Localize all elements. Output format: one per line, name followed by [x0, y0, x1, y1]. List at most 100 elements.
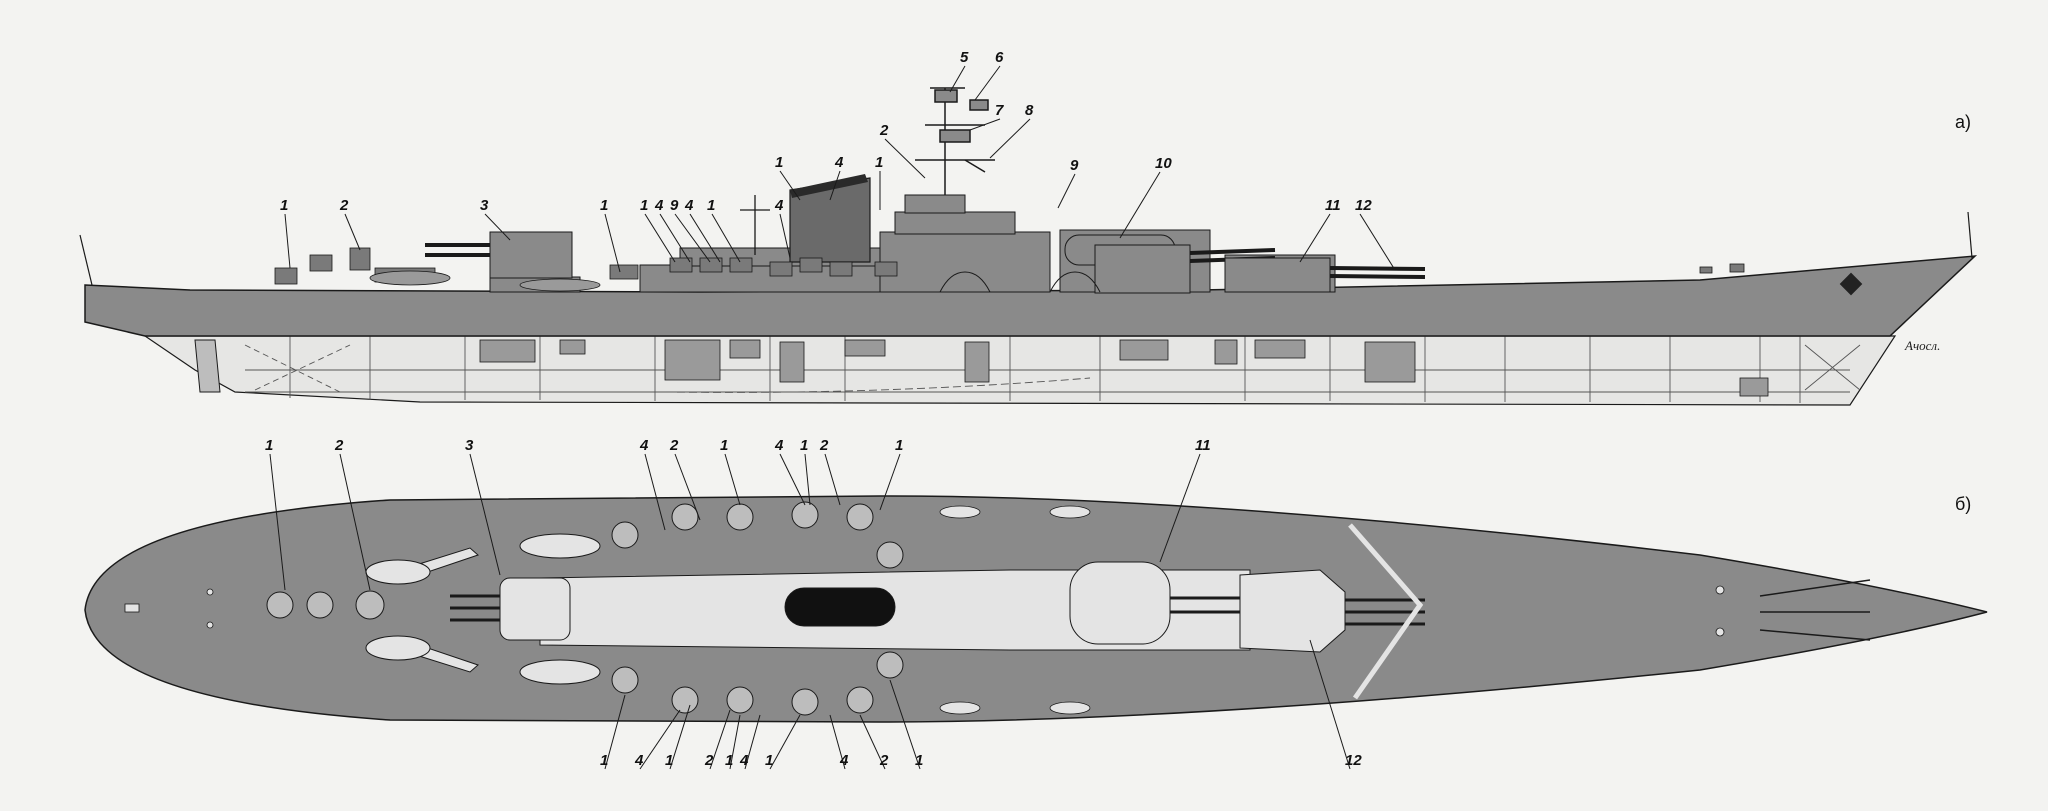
aa-mounts-top	[266, 501, 904, 716]
callout-number: 4	[654, 197, 664, 214]
callout-number: 2	[704, 752, 714, 769]
callout-leader	[689, 213, 721, 263]
callout-number: 4	[839, 752, 849, 769]
callout-number: 1	[800, 437, 808, 454]
callout-leader	[859, 714, 886, 770]
main-hull	[84, 255, 1978, 337]
callout-leader	[1359, 213, 1396, 271]
anchor-marker	[1839, 272, 1863, 296]
stern-flagstaff	[79, 234, 93, 286]
callout-leader	[829, 170, 841, 201]
deck-fittings	[124, 505, 1725, 715]
callout-number: 3	[480, 197, 489, 214]
side-view	[79, 87, 1978, 406]
callout-number: 4	[684, 197, 694, 214]
callout-number: 4	[739, 752, 749, 769]
callout-leader	[729, 714, 741, 770]
callout-number: 4	[639, 437, 649, 454]
callout-number: 5	[960, 49, 969, 66]
callout-leader	[604, 694, 626, 770]
callout-number: 1	[775, 154, 783, 171]
aft-turret-guns	[450, 594, 500, 622]
callout-number: 11	[1325, 197, 1341, 214]
callout-leader	[824, 453, 841, 506]
callout-number: 2	[339, 197, 349, 214]
callout-leader	[344, 213, 361, 251]
callout-leader	[744, 714, 761, 770]
callout-leader	[779, 453, 806, 506]
callout-number: 4	[774, 437, 784, 454]
callout-number: 3	[465, 437, 474, 454]
callout-leader	[644, 453, 666, 531]
callout-leader	[644, 213, 676, 263]
callout-leader	[779, 170, 801, 201]
callout-number: 12	[1355, 197, 1372, 214]
callout-leader	[949, 65, 966, 93]
callout-leader	[1159, 453, 1201, 563]
callout-leader	[284, 213, 291, 269]
callout-leader	[1057, 173, 1076, 209]
callout-leader	[969, 118, 1001, 131]
callout-number: 9	[670, 197, 679, 214]
callout-number: 2	[879, 752, 889, 769]
callout-number: 2	[819, 437, 829, 454]
callout-leader	[884, 138, 926, 179]
callout-number: 1	[895, 437, 903, 454]
breakwater	[1348, 523, 1424, 700]
below-deck-machinery	[479, 339, 1769, 397]
panel-label-side: а)	[1955, 112, 1971, 132]
funnel-top	[784, 587, 896, 627]
top-view	[84, 495, 1988, 723]
callout-number: 2	[879, 122, 889, 139]
callout-number: 1	[720, 437, 728, 454]
callout-number: 9	[1070, 157, 1079, 174]
boat-mid	[519, 278, 601, 292]
callout-leader	[829, 714, 846, 770]
forward-turret-2	[1224, 257, 1426, 293]
callout-number: 1	[725, 752, 733, 769]
callout-leader	[659, 213, 691, 263]
stern-launchers	[365, 533, 601, 685]
callout-leader	[724, 453, 741, 506]
davits	[939, 271, 1101, 293]
callout-number: 1	[765, 752, 773, 769]
underwater-hull	[143, 335, 1897, 406]
callout-number: 6	[995, 49, 1004, 66]
callout-leader	[804, 453, 811, 506]
callout-number: 10	[1155, 155, 1172, 172]
aft-turret	[425, 231, 573, 279]
callout-number: 11	[1195, 437, 1211, 454]
callout-leader	[769, 714, 801, 770]
callout-leader	[604, 213, 621, 273]
boat-aft	[369, 270, 451, 286]
callout-leader	[639, 709, 681, 770]
panel-label-top: б)	[1955, 494, 1971, 514]
callout-leader	[669, 704, 691, 770]
aft-turret-top	[499, 577, 571, 641]
callout-leader	[674, 453, 701, 521]
callout-number: 4	[834, 154, 844, 171]
callout-leader	[989, 118, 1031, 159]
callout-number: 1	[915, 752, 923, 769]
callout-leader	[674, 213, 711, 263]
callout-number: 12	[1345, 752, 1362, 769]
main-mast	[915, 87, 995, 195]
rudder	[194, 339, 221, 393]
funnel-cap	[790, 174, 868, 198]
callout-number: 4	[634, 752, 644, 769]
callout-number: 1	[875, 154, 883, 171]
callout-leader	[879, 453, 901, 511]
callout-leader	[269, 453, 286, 591]
callout-leader	[1309, 639, 1351, 770]
callout-number: 1	[600, 197, 608, 214]
artist-signature: Ачосл.	[1904, 338, 1940, 353]
callout-leader	[974, 65, 1001, 101]
fwd-turret-1-top	[1069, 561, 1171, 645]
fwd-turret-2-top	[1239, 569, 1346, 653]
callout-leader	[1119, 171, 1161, 239]
callout-leader	[339, 453, 371, 591]
